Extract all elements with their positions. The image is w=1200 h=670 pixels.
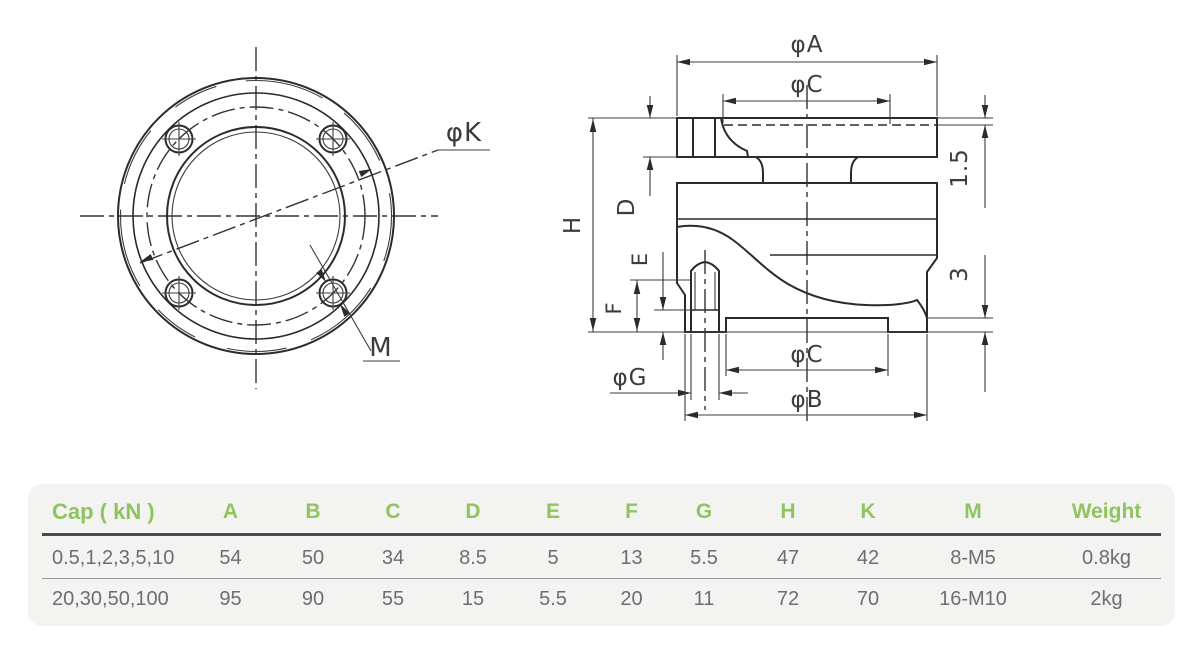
bolt-hole: [162, 122, 196, 156]
value-weight: 2kg: [1090, 588, 1123, 610]
value-b: 90: [301, 588, 325, 610]
value-k: 70: [856, 588, 880, 610]
col-header-k: K: [860, 500, 876, 523]
value-g: 5.5: [690, 547, 718, 569]
dim-label-3: 3: [947, 266, 973, 282]
col-header-m: M: [964, 500, 982, 523]
section-centerlines: [704, 85, 808, 425]
bolt-circle-dimension: φK: [139, 118, 490, 264]
col-header-h: H: [780, 500, 796, 523]
value-e: 5: [547, 547, 559, 569]
row-divider: [42, 578, 1161, 579]
value-g: 11: [693, 588, 715, 610]
thread-callout: M: [309, 244, 400, 363]
table-row: 0.5,1,2,3,5,10 54 50 34 8.5 5 13 5.5 47 …: [38, 538, 1165, 578]
centerlines: [80, 47, 438, 389]
value-a: 54: [219, 547, 242, 569]
dim-label-phi-c-bottom: φC: [790, 342, 823, 368]
arrowhead: [340, 304, 350, 317]
value-m: 8-M5: [950, 547, 996, 569]
bolt-holes: [162, 122, 350, 310]
value-m: 16-M10: [939, 588, 1007, 610]
value-a: 95: [219, 588, 242, 610]
value-d: 15: [461, 588, 485, 610]
dim-label-phi-a: φA: [791, 32, 824, 58]
col-header-b: B: [305, 500, 321, 523]
value-b: 50: [301, 547, 325, 569]
value-h: 47: [776, 547, 800, 569]
arrowhead: [358, 169, 372, 177]
arrowhead: [316, 269, 326, 282]
header-divider: [42, 533, 1161, 536]
value-c: 55: [381, 588, 405, 610]
dim-e: E: [628, 252, 691, 360]
arrowhead: [140, 254, 154, 262]
dim-label-phi-g: φG: [613, 365, 648, 391]
dim-h: H: [560, 118, 597, 332]
cap-range: 0.5,1,2,3,5,10: [52, 547, 175, 569]
value-f: 13: [620, 547, 643, 569]
front-view: φK M: [80, 47, 490, 389]
dim-label-phi-k: φK: [446, 118, 482, 148]
bolt-hole: [316, 276, 350, 310]
value-f: 20: [620, 588, 643, 610]
col-header-d: D: [465, 500, 481, 523]
table-row: 20,30,50,100 95 90 55 15 5.5 20 11 72 70…: [38, 579, 1165, 619]
dim-label-phi-c-top: φC: [790, 72, 823, 98]
value-h: 72: [776, 588, 800, 610]
col-header-weight: Weight: [1071, 500, 1142, 523]
dim-label-m: M: [369, 333, 392, 363]
col-header-e: E: [545, 500, 560, 523]
dim-label-h: H: [560, 216, 586, 234]
flange-circles: [117, 77, 395, 355]
dim-phi-a: φA: [676, 32, 938, 116]
dim-f: F: [602, 279, 691, 332]
col-header-g: G: [695, 500, 713, 523]
col-header-a: A: [222, 500, 239, 523]
value-k: 42: [856, 547, 880, 569]
section-view: φA φC 1.5 D: [560, 32, 993, 425]
spec-table-header-row: Cap ( kN ) A B C D E F G H K M Weight: [38, 492, 1165, 532]
col-header-cap: Cap ( kN ): [52, 499, 155, 524]
bolt-circle: [146, 106, 366, 326]
col-header-f: F: [625, 500, 638, 523]
technical-drawing: φK M: [80, 32, 993, 425]
dim-step-3: 3: [588, 255, 993, 392]
dim-phi-c-top: φC: [722, 72, 891, 124]
dim-label-d: D: [614, 198, 640, 217]
dim-label-1-5: 1.5: [947, 148, 973, 188]
dim-label-phi-b: φB: [791, 387, 824, 413]
cap-range: 20,30,50,100: [52, 588, 169, 610]
value-d: 8.5: [459, 547, 487, 569]
bolt-hole: [316, 122, 350, 156]
dim-phi-b: φB: [684, 334, 928, 421]
value-weight: 0.8kg: [1082, 547, 1131, 569]
bolt-hole: [162, 276, 196, 310]
dim-recess-1-5: 1.5: [937, 95, 993, 208]
value-e: 5.5: [539, 588, 567, 610]
spec-table-card: Cap ( kN ) A B C D E F G H K M Weight 0.…: [28, 484, 1175, 626]
dim-phi-c-bottom: φC: [725, 334, 889, 376]
dim-label-f: F: [602, 301, 626, 314]
col-header-c: C: [385, 500, 401, 523]
dim-phi-g: φG: [610, 334, 748, 400]
dim-d: D: [588, 96, 677, 216]
dim-label-e: E: [628, 252, 652, 266]
value-c: 34: [381, 547, 405, 569]
